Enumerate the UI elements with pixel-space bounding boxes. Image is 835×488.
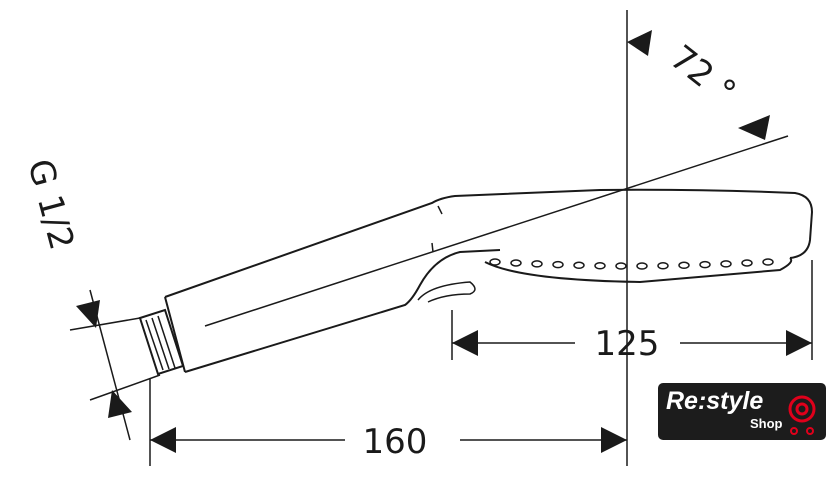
nozzle xyxy=(573,261,585,270)
nozzle xyxy=(510,259,522,267)
nozzle xyxy=(657,261,669,270)
angle-label: 72 ° xyxy=(662,38,743,113)
dim-125-arrow-left xyxy=(452,330,478,356)
thread-connector xyxy=(138,308,185,376)
cart-at-icon xyxy=(788,395,816,435)
angle-arrow-top xyxy=(627,30,652,56)
nozzle xyxy=(720,260,732,268)
head-length-label: 125 xyxy=(595,324,660,364)
nozzle xyxy=(678,261,690,270)
dim-160-arrow-right xyxy=(601,427,627,453)
nozzle xyxy=(699,260,711,269)
logo-sub: Shop xyxy=(750,416,783,431)
thread-arrow-top xyxy=(76,300,100,328)
thread-arrow-bottom xyxy=(108,390,132,418)
thread-label: G 1/2 xyxy=(19,155,81,254)
handle xyxy=(164,188,814,373)
nozzle xyxy=(531,260,543,268)
nozzle xyxy=(594,261,606,270)
nozzle xyxy=(552,260,564,269)
spray-face xyxy=(484,257,793,284)
spray-nozzles xyxy=(489,258,774,270)
nozzle xyxy=(489,258,501,266)
overall-length-label: 160 xyxy=(363,422,428,462)
nozzle xyxy=(615,262,627,270)
dim-125-arrow-right xyxy=(786,330,812,356)
nozzle xyxy=(762,258,774,266)
logo-brand: Re:style xyxy=(666,387,764,415)
center-axis-line xyxy=(204,135,789,327)
nozzle xyxy=(741,259,753,267)
nozzle xyxy=(636,262,648,270)
restyle-shop-logo: Re:style Shop xyxy=(658,383,826,440)
dim-160-arrow-left xyxy=(150,427,176,453)
angle-arrow-bottom xyxy=(738,115,770,140)
